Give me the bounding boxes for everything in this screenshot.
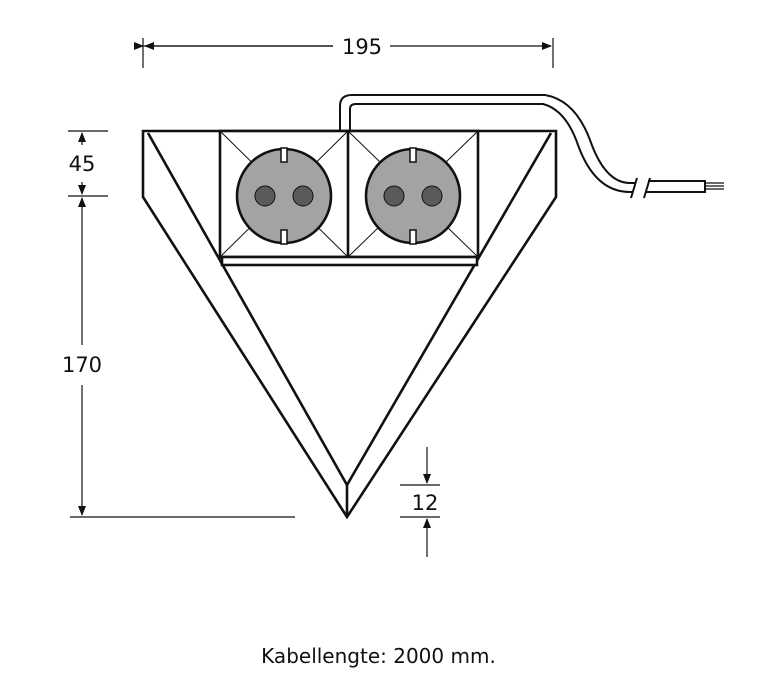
cable [339, 94, 724, 199]
socket-left [235, 147, 333, 245]
depth-label: 12 [412, 491, 439, 515]
housing [141, 129, 558, 520]
width-dimension [134, 38, 554, 68]
depth-dimension [400, 447, 440, 557]
socket-right [364, 147, 462, 245]
height-dimension [68, 130, 295, 518]
width-label: 195 [342, 35, 382, 59]
cable-length-caption: Kabellengte: 2000 mm. [261, 644, 496, 668]
top-height-label: 45 [69, 152, 96, 176]
total-height-label: 170 [62, 353, 102, 377]
